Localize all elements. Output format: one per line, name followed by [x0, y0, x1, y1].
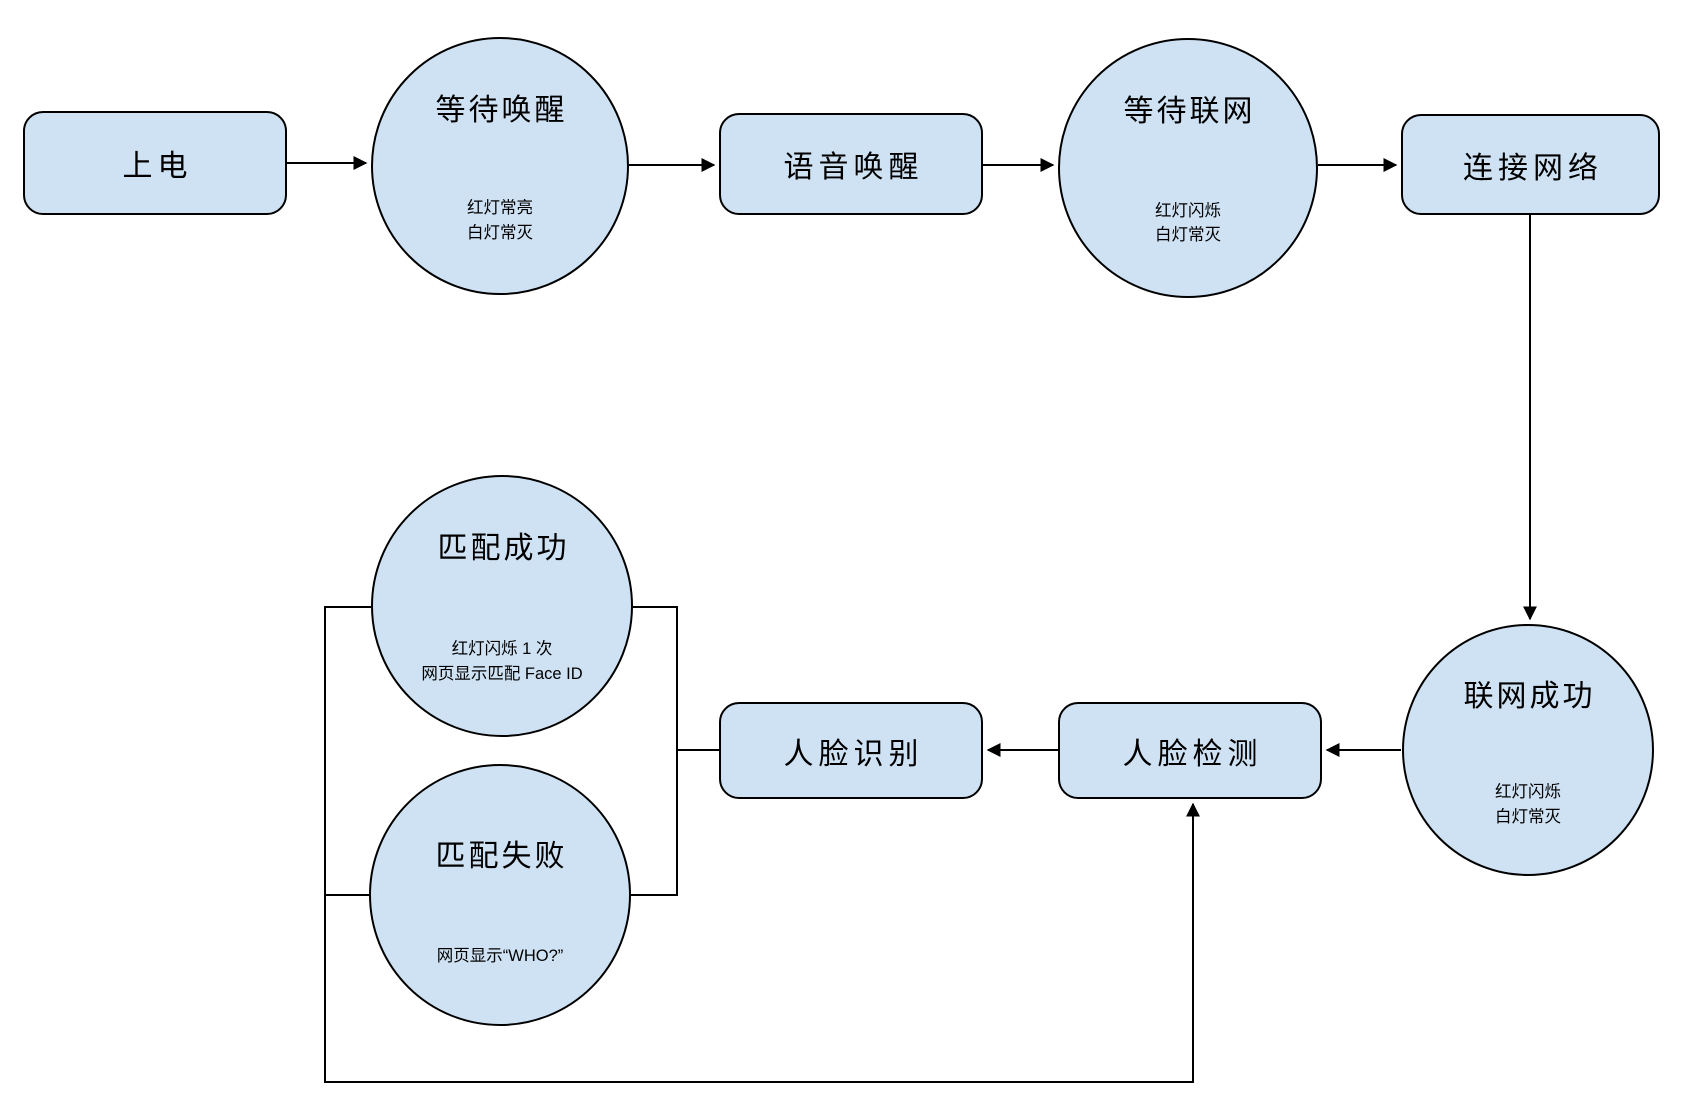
node-connect-network-label: 连接网络 [1463, 151, 1603, 185]
node-wait-network: 等待联网 红灯闪烁 白灯常灭 [1058, 38, 1318, 298]
node-connect-network: 连接网络 [1401, 114, 1660, 215]
node-wait-network-sub: 红灯闪烁 白灯常灭 [1155, 201, 1221, 245]
node-power-on-label: 上电 [122, 150, 193, 183]
node-wait-wake-sub: 红灯常亮 白灯常灭 [467, 199, 533, 243]
node-voice-wake: 语音唤醒 [719, 113, 983, 215]
node-match-fail-label: 匹配失败 [435, 839, 568, 873]
node-match-success-label: 匹配成功 [437, 532, 570, 566]
node-wait-wake: 等待唤醒 红灯常亮 白灯常灭 [371, 37, 629, 295]
node-face-detect-label: 人脸检测 [1122, 737, 1263, 771]
node-network-success-label: 联网成功 [1463, 679, 1596, 713]
node-wait-wake-label: 等待唤醒 [435, 93, 568, 127]
node-face-detect: 人脸检测 [1058, 702, 1322, 799]
node-match-success-sub: 红灯闪烁 1 次 网页显示匹配 Face ID [421, 639, 583, 683]
node-power-on: 上电 [23, 111, 287, 215]
node-network-success: 联网成功 红灯闪烁 白灯常灭 [1402, 624, 1654, 876]
node-match-fail-sub: 网页显示“WHO?” [436, 947, 564, 966]
node-match-success: 匹配成功 红灯闪烁 1 次 网页显示匹配 Face ID [371, 475, 633, 737]
node-face-recognize: 人脸识别 [719, 702, 983, 799]
node-match-fail: 匹配失败 网页显示“WHO?” [369, 764, 631, 1026]
node-face-recognize-label: 人脸识别 [783, 737, 924, 771]
node-wait-network-label: 等待联网 [1123, 95, 1256, 129]
node-network-success-sub: 红灯闪烁 白灯常灭 [1495, 782, 1561, 826]
edge-loop-back [324, 606, 1200, 1083]
node-voice-wake-label: 语音唤醒 [783, 151, 924, 184]
edge-branch-bracket [631, 606, 678, 896]
